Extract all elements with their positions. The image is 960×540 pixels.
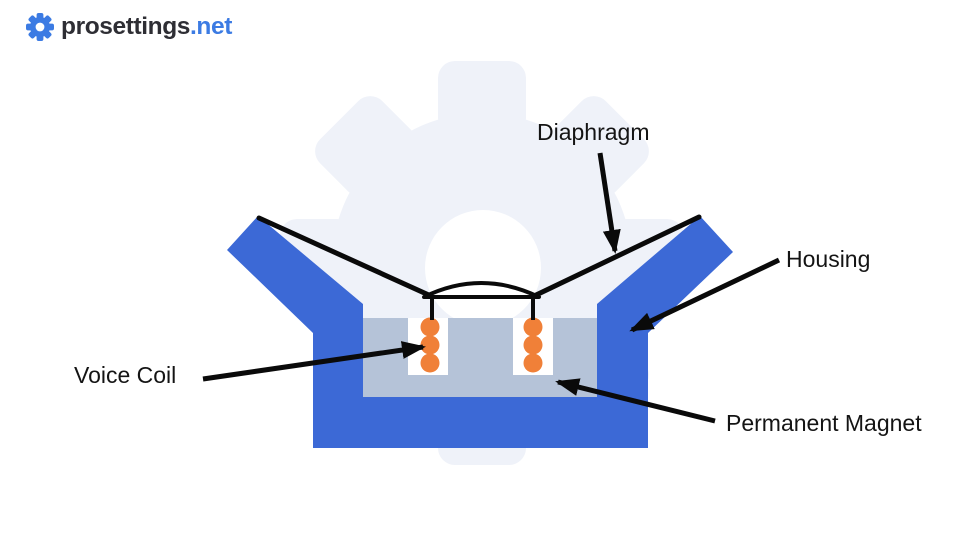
logo-text: prosettings.net [61,13,232,41]
diaphragm-shape [256,214,702,320]
arrow-diaphragm [597,152,621,254]
arrow-housing [629,257,781,333]
label-housing: Housing [786,246,871,272]
label-permanent-magnet: Permanent Magnet [726,410,922,436]
logo-site-name: prosettings [61,13,190,40]
label-voice-coil: Voice Coil [74,362,177,388]
gear-icon [26,13,54,41]
arrow-permanent-magnet [555,378,716,424]
arrow-voice-coil [202,341,426,382]
logo-tld: .net [190,13,232,40]
site-logo[interactable]: prosettings.net [26,13,232,41]
label-diaphragm: Diaphragm [537,119,650,145]
